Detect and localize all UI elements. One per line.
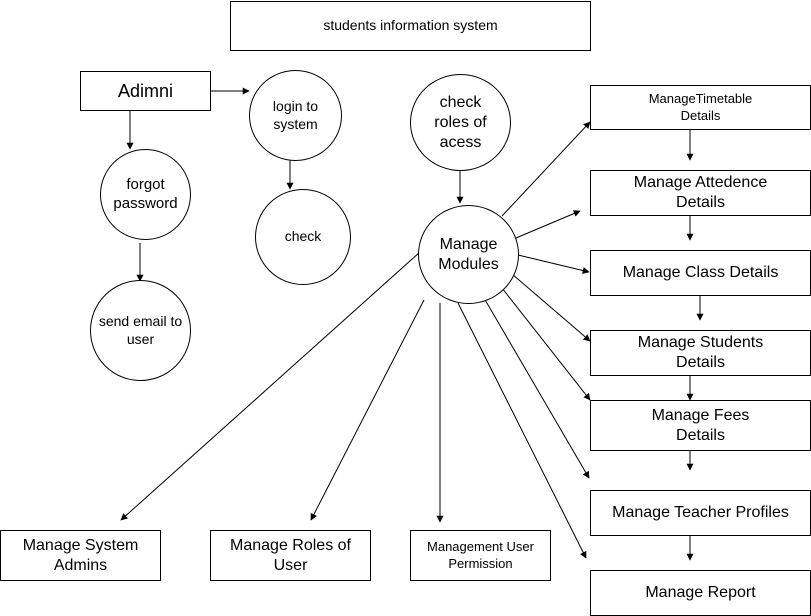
manage-roles-user-node: Manage Roles of User <box>210 530 371 581</box>
management-user-permission-node: Management User Permission <box>410 530 551 581</box>
send-email-node: send email to user <box>90 280 191 381</box>
edge-modules-fees <box>501 287 591 401</box>
manage-modules-node: Manage Modules <box>418 205 519 304</box>
manage-report-node: Manage Report <box>590 570 811 616</box>
edge-modules-roles-user <box>310 299 425 521</box>
manage-timetable-node: ManageTimetable Details <box>590 85 811 130</box>
check-node: check <box>255 189 351 285</box>
edge-modules-timetable <box>501 121 591 217</box>
login-node: login to system <box>249 70 342 161</box>
manage-teacher-node: Manage Teacher Profiles <box>590 490 811 536</box>
edge-modules-class <box>517 254 590 274</box>
check-roles-node: check roles of acess <box>410 74 511 171</box>
manage-fees-node: Manage Fees Details <box>590 400 811 451</box>
edge-modules-report <box>457 302 587 559</box>
admin-node: Adimni <box>80 71 211 111</box>
edge-modules-attendance <box>515 210 581 239</box>
edge-modules-teacher <box>483 297 590 479</box>
edge-modules-system-admins <box>120 251 421 521</box>
manage-students-node: Manage Students Details <box>590 330 811 376</box>
edge-modules-students <box>511 273 591 342</box>
manage-attendance-node: Manage Attedence Details <box>590 170 811 216</box>
forgot-password-node: forgot password <box>100 149 191 240</box>
manage-system-admins-node: Manage System Admins <box>0 530 161 581</box>
manage-class-node: Manage Class Details <box>590 250 811 296</box>
diagram-title: students information system <box>230 1 591 51</box>
